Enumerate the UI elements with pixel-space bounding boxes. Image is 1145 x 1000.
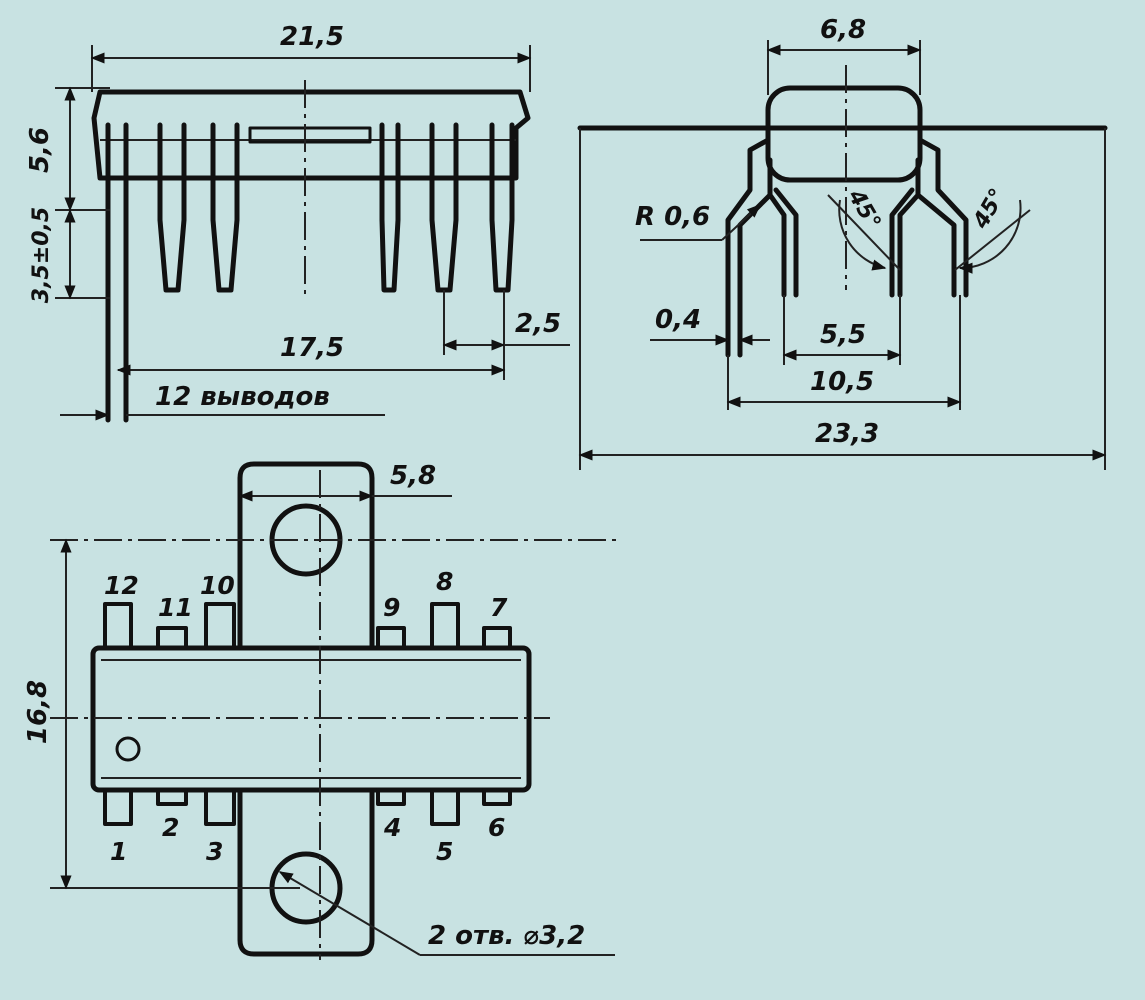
pin-label-2: 2 bbox=[162, 813, 179, 842]
dim-end-body-width: 6,8 bbox=[820, 15, 866, 45]
dim-top-total-length: 16,8 bbox=[23, 680, 53, 744]
side-view: 21,5 5,6 3,5±0,5 17,5 2,5 12 выводов bbox=[25, 22, 570, 423]
dim-side-pin-pitch: 2,5 bbox=[515, 309, 561, 339]
pin-label-7: 7 bbox=[490, 593, 508, 622]
side-view-leads bbox=[105, 122, 515, 423]
angle-1: 45° bbox=[842, 185, 885, 234]
dim-end-lead-thickness: 0,4 bbox=[655, 305, 701, 335]
dim-end-radius: R 0,6 bbox=[635, 202, 710, 232]
pin-label-9: 9 bbox=[383, 593, 400, 622]
top-view: 12 11 10 9 8 7 1 2 3 4 5 6 5,8 16,8 2 от… bbox=[23, 461, 620, 960]
pin-label-1: 1 bbox=[110, 837, 127, 866]
bottom-pads bbox=[103, 788, 512, 826]
pin-label-3: 3 bbox=[206, 837, 223, 866]
pin-label-11: 11 bbox=[158, 593, 193, 622]
dim-side-width: 21,5 bbox=[280, 22, 344, 52]
side-pins-note: 12 выводов bbox=[155, 382, 330, 412]
dim-side-lead-length: 3,5±0,5 bbox=[29, 207, 54, 303]
pin-label-10: 10 bbox=[200, 571, 235, 600]
dim-end-total-width: 23,3 bbox=[815, 419, 879, 449]
dim-side-pin-span: 17,5 bbox=[280, 333, 344, 363]
pin-label-4: 4 bbox=[383, 813, 401, 842]
top-view-tab bbox=[237, 461, 375, 957]
top-view-body bbox=[90, 645, 532, 793]
side-view-body bbox=[91, 89, 531, 181]
dim-side-height: 5,6 bbox=[25, 127, 55, 173]
dim-top-tab-width: 5,8 bbox=[390, 461, 436, 491]
dim-end-outer-span: 10,5 bbox=[810, 367, 874, 397]
pin-label-8: 8 bbox=[436, 567, 453, 596]
pin-label-5: 5 bbox=[436, 837, 453, 866]
end-view: 6,8 R 0,6 45° 45° 0,4 5,5 10,5 23,3 bbox=[577, 15, 1108, 470]
holes-note: 2 отв. ⌀3,2 bbox=[428, 921, 585, 951]
end-view-body bbox=[765, 85, 923, 183]
top-pads bbox=[103, 602, 512, 650]
angle-2: 45° bbox=[968, 184, 1011, 233]
dim-end-inner-span: 5,5 bbox=[820, 320, 866, 350]
pin-label-6: 6 bbox=[488, 813, 505, 842]
pin-label-12: 12 bbox=[104, 571, 139, 600]
pin1-marker bbox=[115, 736, 141, 762]
